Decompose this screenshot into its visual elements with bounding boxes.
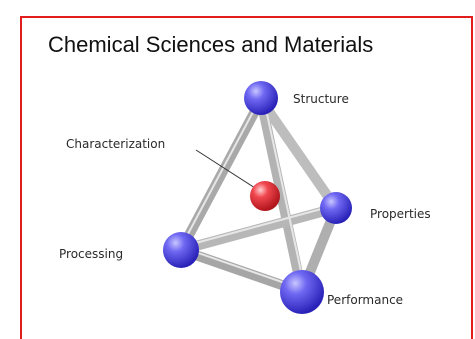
processing-sphere [163, 232, 199, 268]
properties-label: Properties [370, 207, 431, 221]
edge-structure-properties [256, 95, 341, 213]
edge-processing-properties [176, 203, 341, 255]
slide-frame [20, 16, 473, 339]
processing-label: Processing [59, 247, 123, 261]
edge-highlight [180, 204, 337, 248]
structure-sphere [244, 81, 278, 115]
performance-label: Performance [327, 293, 403, 307]
edge-highlight [263, 99, 306, 291]
slide-title: Chemical Sciences and Materials [48, 32, 374, 57]
edge-processing-structure [176, 95, 266, 255]
characterization-label: Characterization [66, 137, 165, 151]
characterization-sphere [250, 181, 280, 211]
performance-sphere [280, 270, 324, 314]
characterization-leader-line [195, 149, 256, 189]
properties-sphere [320, 192, 352, 224]
edge-structure-performance [256, 95, 307, 297]
edge-highlight [180, 246, 303, 290]
structure-label: Structure [293, 92, 349, 106]
edge-highlight [180, 96, 262, 248]
